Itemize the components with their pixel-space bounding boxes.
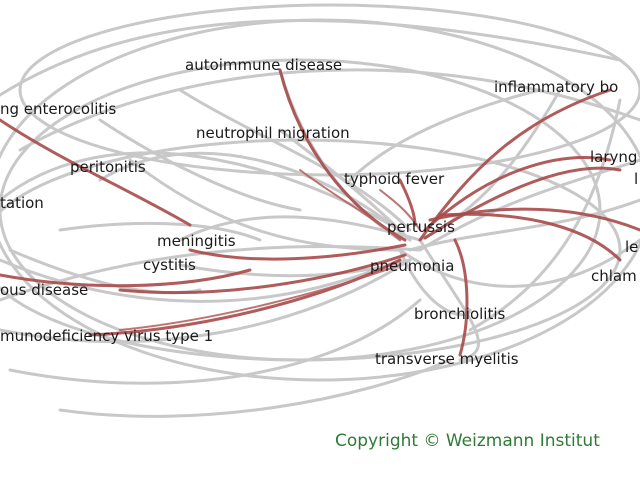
node-enterocolitis[interactable]: ng enterocolitis	[0, 100, 117, 118]
edge-highlighted	[118, 253, 407, 295]
node-pertussis[interactable]: pertussis	[387, 218, 455, 236]
node-pneumonia[interactable]: pneumonia	[370, 257, 455, 275]
node-ous-disease[interactable]: ous disease	[0, 281, 89, 299]
node-transverse-myelitis[interactable]: transverse myelitis	[375, 350, 519, 368]
edge-outer-loop	[0, 18, 640, 382]
edge	[178, 88, 412, 232]
edge-highlighted	[379, 189, 421, 231]
node-tation[interactable]: tation	[0, 194, 44, 212]
node-inflammatory-bowel[interactable]: inflammatory bo	[494, 78, 619, 96]
edge-highlighted	[423, 156, 612, 232]
edge	[58, 358, 452, 418]
edge	[58, 221, 262, 242]
edge-highlighted	[423, 166, 622, 240]
node-chlam[interactable]: chlam	[591, 267, 637, 285]
node-typhoid-fever[interactable]: typhoid fever	[344, 170, 445, 188]
edge	[128, 158, 402, 252]
edge	[18, 68, 640, 152]
node-neutrophil-migration[interactable]: neutrophil migration	[196, 124, 350, 142]
node-bronchiolitis[interactable]: bronchiolitis	[414, 305, 506, 323]
edge	[0, 258, 412, 343]
edge-highlighted	[119, 264, 401, 331]
edge	[408, 198, 640, 252]
node-peritonitis[interactable]: peritonitis	[70, 158, 146, 176]
node-autoimmune-disease[interactable]: autoimmune disease	[185, 56, 343, 74]
edge	[278, 128, 412, 242]
edge	[8, 298, 422, 385]
edge-highlighted	[188, 243, 407, 261]
node-laryng[interactable]: laryng	[590, 148, 638, 166]
edge	[418, 158, 640, 252]
node-l[interactable]: l	[634, 170, 639, 188]
edge-mid-loop	[0, 138, 622, 362]
edge	[98, 118, 302, 212]
edge	[348, 88, 542, 182]
edge-highlighted	[438, 212, 622, 262]
edge-highlighted	[0, 118, 192, 227]
node-meningitis[interactable]: meningitis	[157, 232, 236, 250]
edge	[398, 248, 472, 317]
node-cystitis[interactable]: cystitis	[143, 256, 196, 274]
edge	[98, 151, 412, 242]
edge	[468, 98, 622, 332]
edge	[0, 18, 622, 97]
edge-highlighted	[453, 238, 469, 357]
edge-highlighted	[299, 169, 401, 241]
node-le[interactable]: le	[625, 238, 639, 256]
edge	[0, 258, 402, 303]
edge-highlighted	[88, 258, 402, 337]
node-hiv-type-1[interactable]: munodeficiency virus type 1	[0, 327, 214, 345]
edge	[398, 238, 640, 288]
edge-highlighted	[0, 268, 252, 288]
copyright-notice: Copyright © Weizmann Institut	[335, 431, 600, 451]
red-edges	[0, 68, 640, 357]
